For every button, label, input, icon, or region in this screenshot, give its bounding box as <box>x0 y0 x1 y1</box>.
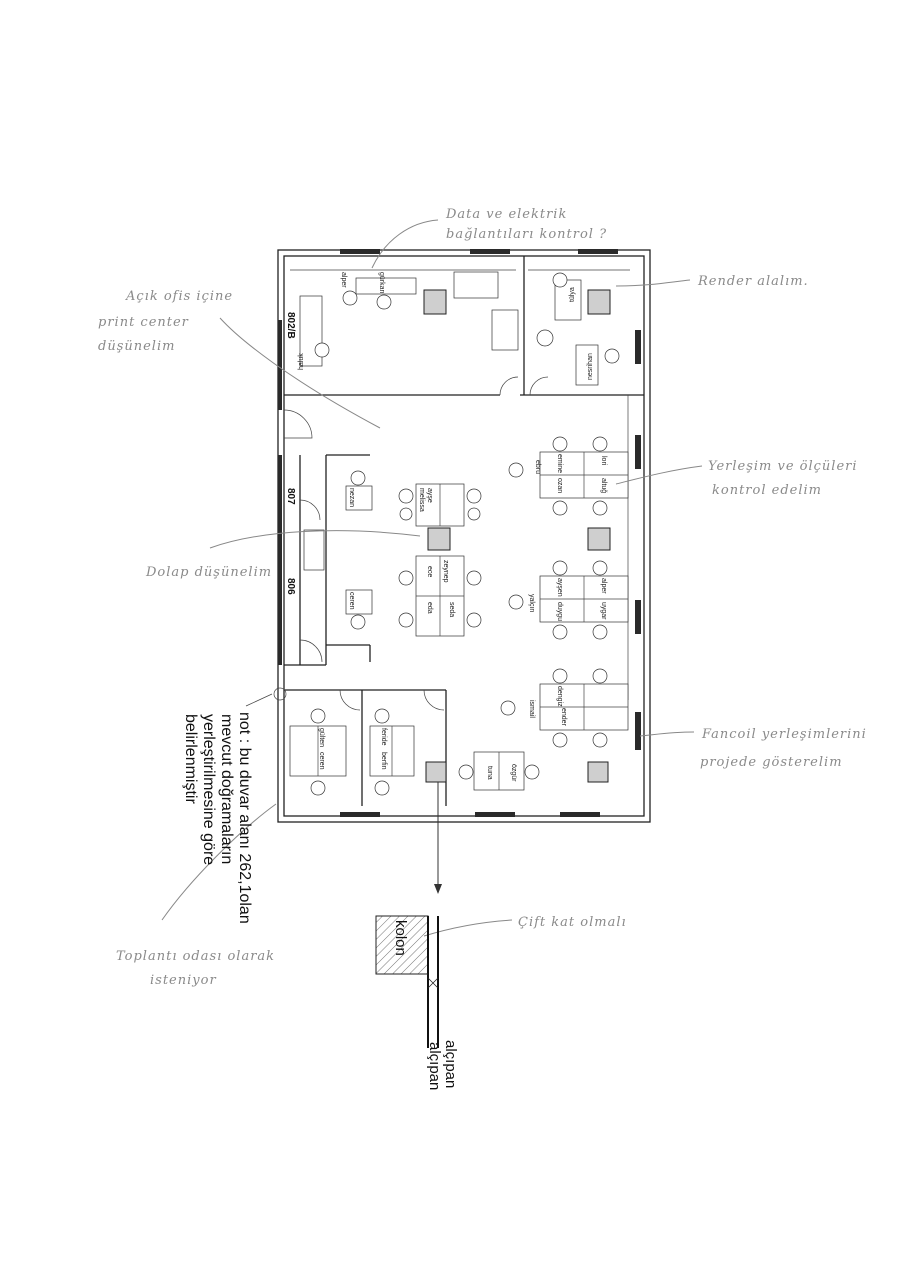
label-yalcin: yalçın <box>528 594 535 612</box>
label-seda: seda <box>448 602 455 617</box>
label-ozgur: özgür <box>510 764 517 782</box>
room-number-807: 807 <box>285 488 296 505</box>
fancoil-3 <box>635 600 641 634</box>
column-label: kolon <box>392 920 409 956</box>
label-berfin: berfin <box>380 752 387 770</box>
arrow-cabinet <box>209 530 421 549</box>
label-gulten: gülten <box>318 728 325 747</box>
room-number-802b: 802/B <box>285 312 296 339</box>
label-uygar: uygar <box>600 602 607 620</box>
columns <box>423 289 611 783</box>
note-line-1: not : bu duvar alanı 262,1olan <box>236 712 253 924</box>
label-tulya: tülya <box>569 287 576 302</box>
arrow-fancoil <box>639 731 695 737</box>
handwritten-annotations: Data ve elektrik bağlantıları kontrol ? … <box>98 207 867 988</box>
arrow-layout-check <box>615 465 703 485</box>
window-bottom-3 <box>560 812 600 817</box>
annotation-open-office-1: Açık ofis içine <box>125 289 233 304</box>
building-outline <box>277 249 651 823</box>
room-number-806: 806 <box>285 578 296 595</box>
label-dengiz: dengiz <box>556 686 563 707</box>
label-gurkan: gürkan <box>378 272 385 294</box>
wall-label-1: alçıpan <box>442 1040 459 1088</box>
wall-note: not : bu duvar alanı 262,1olan mevcut do… <box>182 693 273 924</box>
label-emine: emine <box>556 454 563 473</box>
annotation-fancoil-1: Fancoil yerleşimlerini <box>701 727 867 742</box>
wall-label-2: alçıpan <box>426 1042 443 1090</box>
label-lori: lori <box>600 456 607 466</box>
note-line-4: belirlenmiştir <box>182 714 199 804</box>
label-ayse: ayşe <box>426 488 433 503</box>
annotation-meeting-2: isteniyor <box>150 973 217 988</box>
column-detail <box>375 915 429 975</box>
window-bottom-2 <box>475 812 515 817</box>
annotation-double-layer: Çift kat olmalı <box>518 915 627 930</box>
annotation-data-electric-2: bağlantıları kontrol ? <box>446 227 607 242</box>
arrow-double-layer <box>423 919 513 937</box>
label-feride: feride <box>380 728 387 746</box>
note-line-3: yerleştirilmesine göre <box>200 714 217 865</box>
label-ender: ender <box>560 708 567 727</box>
note-line-2: mevcut doğramaların <box>218 714 235 864</box>
fancoil-1 <box>635 330 641 364</box>
section-detail: kolon alçıpan alçıpan <box>375 782 459 1090</box>
annotation-open-office-2: print center <box>98 315 189 330</box>
annotation-render: Render alalım. <box>697 274 809 289</box>
annotation-fancoil-2: projede gösterelim <box>700 755 843 770</box>
arrow-data-electric <box>371 219 439 269</box>
window-bottom-1 <box>340 812 380 817</box>
annotation-layout-check-2: kontrol edelim <box>712 483 822 498</box>
label-eda: eda <box>426 602 433 614</box>
label-zeynep: zeynep <box>442 560 449 583</box>
label-ece: ece <box>426 566 433 577</box>
label-nezan: nezan <box>348 488 355 507</box>
furniture <box>289 271 629 796</box>
label-ismail: ismail <box>528 700 535 718</box>
label-duygu: duygu <box>556 602 563 621</box>
arrow-meeting <box>161 803 277 921</box>
label-alper-1: alper <box>340 272 347 288</box>
annotation-layout-check-1: Yerleşim ve ölçüleri <box>708 459 858 474</box>
window-top-2 <box>470 249 510 254</box>
window-top-3 <box>578 249 618 254</box>
label-ceren: ceren <box>348 592 355 610</box>
partitions <box>273 256 644 806</box>
label-alper-2: alper <box>600 578 607 594</box>
label-ozan: ozan <box>556 478 563 493</box>
arrow-open-office <box>219 317 381 429</box>
label-ebru: ebru <box>534 460 541 474</box>
note-leader <box>245 693 273 707</box>
annotation-cabinet: Dolap düşünelim <box>145 565 272 580</box>
annotation-data-electric-1: Data ve elektrik <box>445 207 567 222</box>
annotation-open-office-3: düşünelim <box>98 339 175 354</box>
label-melissa: melissa <box>418 488 425 512</box>
label-altug: altuğ <box>600 478 607 493</box>
label-ceren-2: ceren <box>318 752 325 770</box>
label-nesrihan: nesrihan <box>587 353 594 380</box>
window-top-1 <box>340 249 380 254</box>
annotation-meeting-1: Toplantı odası olarak <box>116 949 275 964</box>
fancoil-2 <box>635 435 641 469</box>
label-aysen: ayşen <box>556 578 563 597</box>
fancoil-4 <box>635 712 641 750</box>
detail-marker <box>273 687 287 701</box>
arrow-render <box>615 279 691 287</box>
name-labels: alper gürkan haluk tülya nesrihan ebru e… <box>298 272 607 782</box>
label-tuna: tuna <box>486 766 493 780</box>
label-haluk: haluk <box>298 353 305 370</box>
